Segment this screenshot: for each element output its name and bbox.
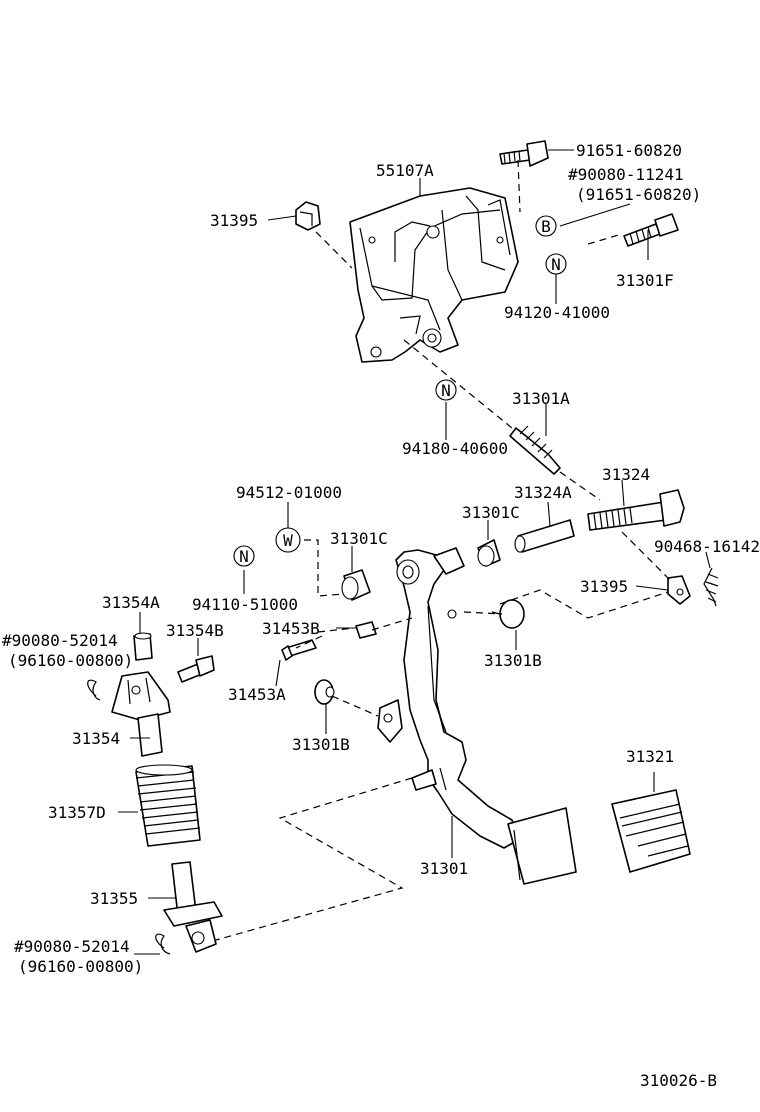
label-55107A: 55107A: [376, 161, 434, 180]
bushing-31301C-b: [341, 569, 371, 601]
label-31301: 31301: [420, 859, 468, 878]
svg-text:B: B: [541, 217, 551, 236]
label-31301C-a: 31301C: [462, 503, 520, 522]
bolt-31354B: [177, 655, 215, 683]
label-91651-60820: 91651-60820: [576, 141, 682, 160]
label-31395-bottom: 31395: [580, 577, 628, 596]
label-31324A: 31324A: [514, 483, 572, 502]
pedal-pad-plate: [507, 807, 577, 885]
symbol-W: W: [275, 527, 301, 553]
rod-31355: [163, 861, 223, 953]
leader-lines: [118, 149, 711, 955]
boot-31357D: [135, 764, 201, 847]
assembly-lines: [215, 159, 671, 941]
bushing-31301C-a: [477, 539, 501, 567]
label-94180-40600: 94180-40600: [402, 439, 508, 458]
bolt-91651-60820: [499, 140, 549, 167]
label-31354: 31354: [72, 729, 120, 748]
label-91651-60820-alt: (91651-60820): [576, 185, 701, 204]
svg-text:W: W: [283, 531, 293, 550]
label-96160-00800-b: (96160-00800): [18, 957, 143, 976]
clip-31395-top: [295, 201, 321, 231]
bolt-31324: [587, 489, 685, 531]
clevis-31354: [111, 671, 171, 757]
label-31355: 31355: [90, 889, 138, 908]
label-31357D: 31357D: [48, 803, 106, 822]
label-96160-00800-a: (96160-00800): [8, 651, 133, 670]
label-31321: 31321: [626, 747, 674, 766]
label-31354B: 31354B: [166, 621, 224, 640]
label-31453B: 31453B: [262, 619, 320, 638]
label-90468-16142: 90468-16142: [654, 537, 760, 556]
clip-90080-52014-b: [155, 933, 171, 955]
label-90080-52014-a: #90080-52014: [2, 631, 118, 650]
diagram-id: 310026-B: [640, 1071, 717, 1090]
label-31395-top: 31395: [210, 211, 258, 230]
label-31453A: 31453A: [228, 685, 286, 704]
spring-31301A: [509, 425, 561, 475]
pedal-arm-31301: [377, 547, 519, 849]
collar-31324A: [514, 519, 575, 553]
label-31301B-b: 31301B: [292, 735, 350, 754]
pin-31453B: [355, 621, 377, 639]
symbol-N-left: N: [233, 545, 255, 567]
symbol-N-mid: N: [435, 379, 457, 401]
pedal-pad-31321: [611, 789, 691, 873]
svg-text:N: N: [239, 547, 249, 566]
label-31324: 31324: [602, 465, 650, 484]
label-90080-52014-b: #90080-52014: [14, 937, 130, 956]
svg-text:N: N: [551, 255, 561, 274]
bolt-31453A: [281, 639, 317, 661]
svg-text:N: N: [441, 381, 451, 400]
nut-31354A: [133, 632, 153, 661]
bracket-55107A: [349, 187, 519, 363]
label-31301B-a: 31301B: [484, 651, 542, 670]
label-94120-41000: 94120-41000: [504, 303, 610, 322]
clip-31395-bottom: [667, 575, 691, 605]
label-94110-51000: 94110-51000: [192, 595, 298, 614]
spring-clip-90468-16142: [703, 567, 719, 607]
bolt-31301F: [623, 213, 679, 247]
pin-31301B-a: [491, 599, 525, 629]
label-31301C-b: 31301C: [330, 529, 388, 548]
clip-90080-52014-a: [87, 679, 101, 701]
pin-31301B-b: [314, 679, 335, 705]
label-31354A: 31354A: [102, 593, 160, 612]
label-31301F: 31301F: [616, 271, 674, 290]
symbol-B: B: [535, 215, 557, 237]
label-31301A: 31301A: [512, 389, 570, 408]
symbol-N-top: N: [545, 253, 567, 275]
label-94512-01000: 94512-01000: [236, 483, 342, 502]
label-90080-11241: #90080-11241: [568, 165, 684, 184]
